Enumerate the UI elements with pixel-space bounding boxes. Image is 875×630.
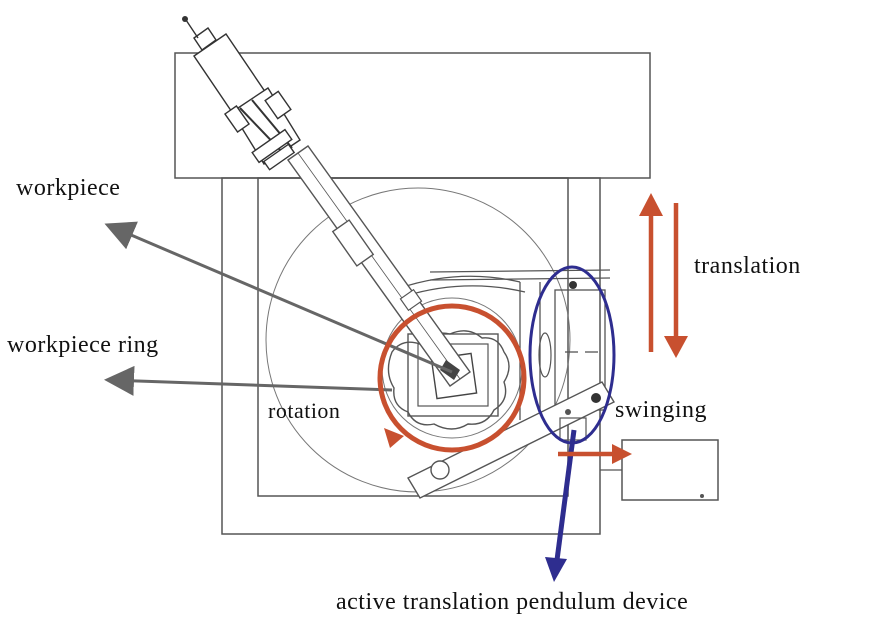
spindle-head — [182, 16, 301, 171]
label-swinging: swinging — [615, 397, 708, 423]
tool-arm — [287, 145, 471, 387]
swinging-push-arrowhead — [612, 444, 632, 464]
motor-dot — [700, 494, 704, 498]
translation-arrow-up-head — [639, 193, 663, 216]
label-rotation: rotation — [268, 398, 341, 423]
workpiece-ring-pointer — [104, 365, 393, 396]
workpiece-outer-square — [407, 333, 499, 417]
rotation-ring-highlight — [377, 303, 527, 453]
workpiece-pointer — [104, 221, 453, 374]
rotation-arrowhead — [384, 428, 404, 448]
frame-inner — [257, 177, 569, 497]
label-translation: translation — [694, 253, 801, 279]
label-workpiece: workpiece — [16, 175, 121, 201]
label-workpiece-ring: workpiece ring — [7, 332, 159, 358]
workpiece-inner-square — [417, 343, 489, 407]
translation-arrow-down-head — [664, 336, 688, 358]
device-arrow-line — [554, 429, 577, 561]
motor-box — [621, 439, 719, 501]
pendulum-bar — [407, 381, 615, 499]
label-device: active translation pendulum device — [336, 589, 689, 615]
device-arrowhead — [545, 557, 567, 582]
pendulum-parts — [538, 281, 587, 441]
